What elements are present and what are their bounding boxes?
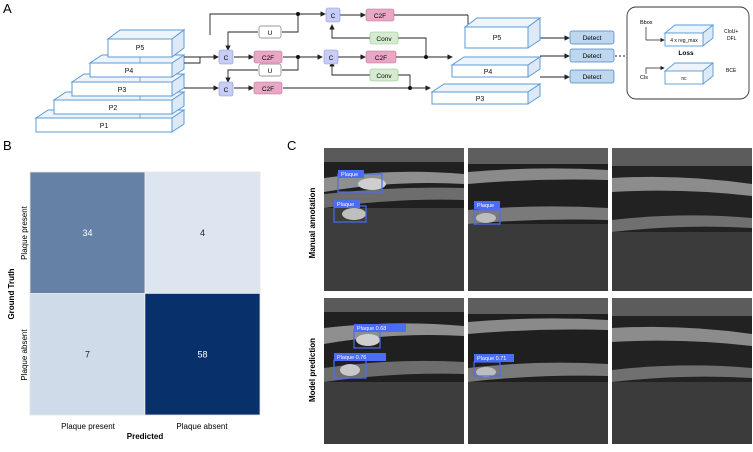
- ultrasound-pred-3: [612, 298, 752, 444]
- svg-text:P3: P3: [118, 87, 127, 94]
- cls-label: Cls: [640, 75, 648, 81]
- svg-text:U: U: [268, 30, 273, 37]
- cm-cell-value: 58: [197, 349, 207, 359]
- loss-title: Loss: [678, 50, 694, 57]
- svg-text:P1: P1: [100, 123, 109, 130]
- cm-xtick-absent: Plaque absent: [176, 422, 228, 431]
- panel-a-label: A: [3, 1, 12, 16]
- backbone-p4: P4: [88, 54, 186, 78]
- svg-text:C2F: C2F: [262, 55, 274, 62]
- loss-panel: Bbox Cls 4 x reg_max Loss nc CIoU+ DFL B…: [626, 6, 750, 100]
- ciou-label: CIoU+: [724, 29, 738, 35]
- svg-text:Detect: Detect: [583, 74, 602, 81]
- row-label-manual: Manual annotation: [308, 188, 317, 259]
- cm-ytick-present: Plaque present: [20, 205, 29, 260]
- svg-text:C2F: C2F: [375, 55, 387, 62]
- output-stack: P3 P4 P5: [430, 17, 542, 105]
- c-node-top: C: [325, 7, 341, 23]
- svg-text:Plaque 0.76: Plaque 0.76: [337, 355, 366, 361]
- detect-p4: Detect: [569, 48, 615, 63]
- bce-label: BCE: [726, 68, 737, 74]
- svg-text:C: C: [224, 55, 229, 62]
- svg-text:Detect: Detect: [583, 35, 602, 42]
- ultrasound-manual-1: Plaque Plaque: [324, 148, 464, 291]
- nc-block: nc: [663, 62, 715, 85]
- ultrasound-pred-2: Plaque 0.71: [468, 298, 608, 444]
- svg-text:Plaque: Plaque: [337, 202, 354, 208]
- backbone-stack: P1 P2 P3 P4 P5: [34, 29, 186, 133]
- svg-text:Detect: Detect: [583, 53, 602, 60]
- svg-text:U: U: [268, 68, 273, 75]
- backbone-p5: P5: [106, 29, 186, 58]
- svg-text:P3: P3: [476, 96, 485, 103]
- ultrasound-pred-1: Plaque 0.68 Plaque 0.76: [324, 298, 464, 444]
- svg-text:C: C: [331, 13, 336, 20]
- svg-text:Plaque: Plaque: [477, 203, 494, 209]
- confusion-matrix: 34 4 7 58 Ground Truth Predicted Plaque pre…: [7, 171, 261, 441]
- panel-b-label: B: [3, 138, 12, 153]
- ultrasound-manual-2: Plaque: [468, 148, 608, 291]
- svg-text:C2F: C2F: [374, 13, 386, 20]
- u-node-bottom: U: [258, 63, 282, 77]
- c2f-node-mid-right: C2F: [365, 50, 397, 64]
- c-node-mid-left: C: [218, 49, 234, 65]
- cm-cell: [144, 293, 261, 416]
- c2f-node-top: C2F: [365, 8, 395, 22]
- cm-cells: 34 4 7 58: [29, 171, 261, 416]
- svg-text:Plaque 0.71: Plaque 0.71: [477, 356, 506, 362]
- ultrasound-texture: Plaque Plaque: [324, 148, 464, 291]
- svg-text:Plaque: Plaque: [341, 172, 358, 178]
- bbox-label: Bbox: [640, 20, 653, 26]
- cm-cell-value: 4: [200, 228, 205, 238]
- row-label-prediction: Model prediction: [308, 338, 317, 402]
- detect-nodes: Detect Detect Detect: [569, 30, 615, 84]
- svg-text:Plaque 0.68: Plaque 0.68: [357, 326, 386, 332]
- svg-text:4 x reg_max: 4 x reg_max: [670, 38, 698, 44]
- output-p5: P5: [463, 17, 542, 49]
- svg-text:nc: nc: [681, 76, 687, 82]
- c2f-node-mid-left: C2F: [253, 50, 283, 64]
- c-node-bottom: C: [218, 81, 234, 97]
- svg-text:C2F: C2F: [262, 86, 274, 93]
- svg-text:P4: P4: [125, 68, 134, 75]
- svg-text:Conv: Conv: [376, 73, 392, 80]
- dfl-label: DFL: [727, 36, 737, 42]
- cm-cell: [29, 171, 146, 294]
- cm-xtick-present: Plaque present: [61, 422, 116, 431]
- svg-text:Conv: Conv: [376, 36, 392, 43]
- cm-cell-value: 7: [85, 349, 90, 359]
- u-node-top: U: [258, 25, 282, 39]
- svg-text:P5: P5: [136, 45, 145, 52]
- svg-text:C: C: [224, 87, 229, 94]
- detect-p3: Detect: [569, 69, 615, 84]
- cm-xlabel: Predicted: [127, 432, 164, 441]
- output-p4: P4: [450, 56, 542, 78]
- detect-p5: Detect: [569, 30, 615, 45]
- ultrasound-manual-3: [612, 148, 752, 291]
- reg-block: 4 x reg_max: [663, 24, 715, 47]
- cm-cell-value: 34: [82, 228, 92, 238]
- c-node-mid-right: C: [323, 49, 339, 65]
- svg-text:C: C: [329, 55, 334, 62]
- svg-text:P4: P4: [484, 69, 493, 76]
- c2f-node-bottom: C2F: [253, 81, 283, 95]
- junction-dots: [296, 12, 428, 90]
- cm-cell: [144, 171, 261, 294]
- output-p3: P3: [430, 83, 542, 105]
- neck-nodes: C C C C U U C2F C2F: [218, 7, 399, 97]
- svg-text:P5: P5: [493, 35, 502, 42]
- panel-c-label: C: [287, 138, 296, 153]
- cm-ylabel: Ground Truth: [7, 268, 16, 319]
- cm-ytick-absent: Plaque absent: [20, 329, 29, 381]
- svg-text:P2: P2: [109, 105, 118, 112]
- conv-node-top: Conv: [369, 31, 399, 45]
- conv-node-bottom: Conv: [369, 68, 399, 82]
